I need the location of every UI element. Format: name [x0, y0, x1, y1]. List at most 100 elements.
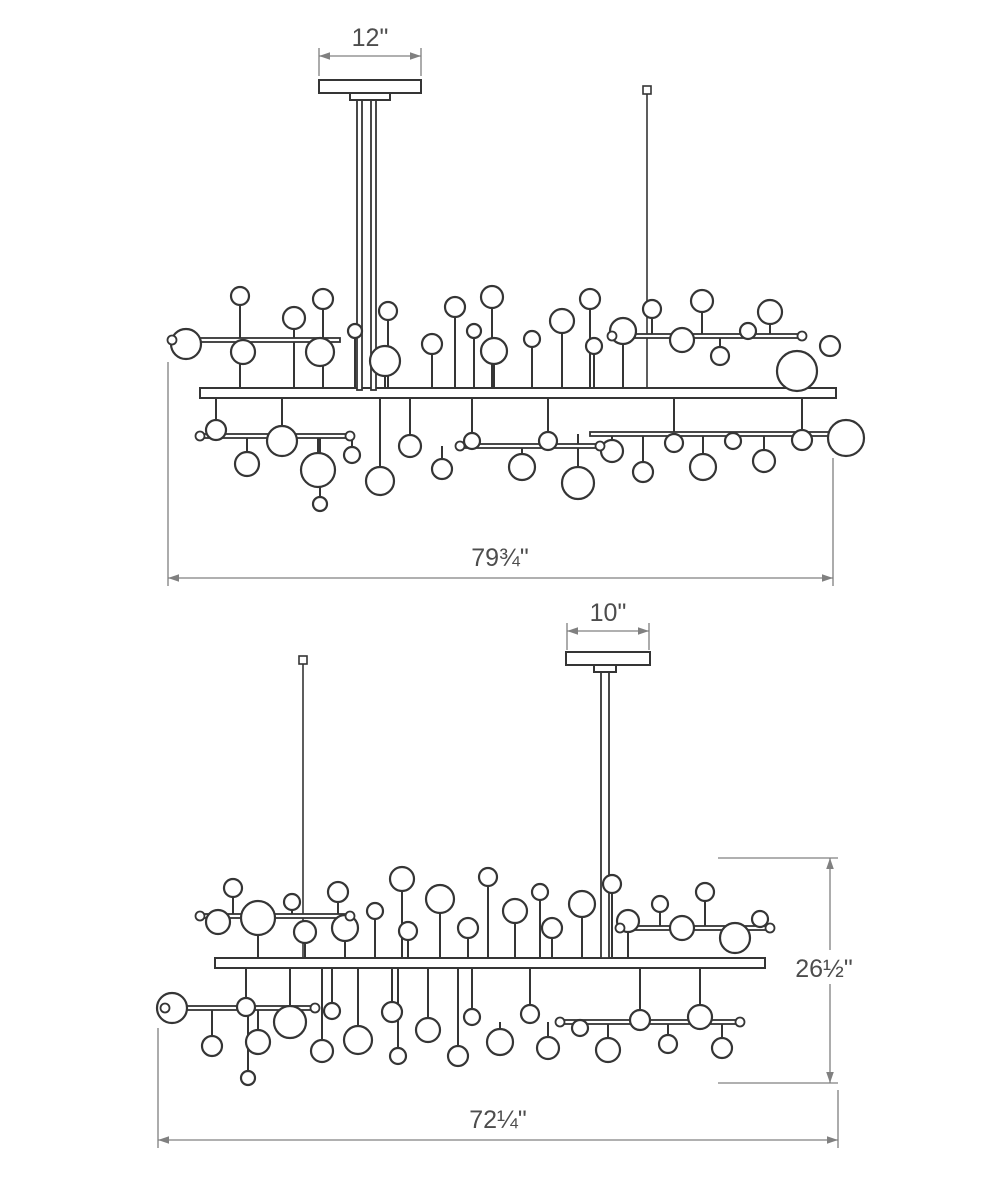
dimension-overall-height-b: 26½"	[718, 857, 864, 1084]
glass-orb	[751, 448, 777, 474]
glass-orb	[204, 908, 232, 936]
glass-orb	[377, 300, 399, 322]
rod-end-cap	[194, 430, 206, 442]
glass-orb	[265, 424, 299, 458]
rod-end-cap	[344, 430, 356, 442]
glass-orb	[688, 452, 718, 482]
dimension-label: 72¼"	[469, 1106, 527, 1134]
ceiling-canopy	[593, 664, 617, 673]
glass-orb	[309, 1038, 335, 1064]
glass-orb	[456, 916, 480, 940]
glass-orb	[686, 1003, 714, 1031]
glass-orb	[346, 322, 364, 340]
glass-orb	[641, 298, 663, 320]
glass-orb	[709, 345, 731, 367]
chandelier-side-view-a	[166, 79, 866, 513]
glass-orb	[155, 991, 189, 1025]
arrowhead-left	[319, 52, 330, 60]
glass-orb	[368, 344, 402, 378]
glass-orb	[507, 452, 537, 482]
dimension-label: 10"	[590, 599, 627, 627]
glass-orb	[365, 901, 385, 921]
glass-orb	[342, 445, 362, 465]
glass-orb	[548, 307, 576, 335]
branch-rod	[611, 333, 803, 339]
downrod	[370, 99, 377, 391]
glass-orb	[668, 914, 696, 942]
glass-orb	[326, 880, 350, 904]
glass-orb	[530, 882, 550, 902]
glass-orb	[420, 332, 444, 356]
glass-orb	[738, 321, 758, 341]
glass-orb	[222, 877, 244, 899]
dimension-label: 26½"	[795, 955, 853, 983]
glass-orb	[446, 1044, 470, 1068]
glass-orb	[311, 495, 329, 513]
glass-orb	[200, 1034, 224, 1058]
rod-end-cap	[344, 910, 356, 922]
glass-orb	[694, 881, 716, 903]
glass-orb	[718, 921, 752, 955]
arrowhead-right	[827, 1136, 838, 1144]
glass-orb	[282, 892, 302, 912]
glass-orb	[479, 284, 505, 310]
glass-orb	[663, 432, 685, 454]
rod-end-cap	[594, 440, 606, 452]
glass-orb	[594, 1036, 622, 1064]
glass-orb	[322, 1001, 342, 1021]
rod-end-cap	[309, 1002, 321, 1014]
rod-end-cap	[166, 334, 178, 346]
glass-orb	[414, 1016, 442, 1044]
glass-orb	[430, 457, 454, 481]
glass-orb	[578, 287, 602, 311]
glass-orb	[342, 1024, 374, 1056]
glass-orb	[239, 1069, 257, 1087]
downrod	[356, 99, 363, 391]
glass-orb	[540, 916, 564, 940]
glass-orb	[775, 349, 819, 393]
glass-orb	[710, 1036, 734, 1060]
glass-orb	[485, 1027, 515, 1057]
glass-orb	[522, 329, 542, 349]
rod-end-cap	[734, 1016, 746, 1028]
rod-end-cap	[764, 922, 776, 934]
glass-orb	[204, 418, 228, 442]
glass-orb	[304, 336, 336, 368]
cable-ceiling-mount	[642, 85, 652, 95]
rod-end-cap	[554, 1016, 566, 1028]
glass-orb	[584, 336, 604, 356]
glass-orb	[397, 433, 423, 459]
arrowhead-left	[567, 627, 578, 635]
main-bar	[214, 957, 766, 969]
glass-orb	[818, 334, 842, 358]
glass-orb	[233, 450, 261, 478]
glass-orb	[235, 996, 257, 1018]
ceiling-canopy	[349, 92, 391, 101]
glass-orb	[229, 285, 251, 307]
glass-orb	[244, 1028, 272, 1056]
glass-orb	[723, 431, 743, 451]
rod-end-cap	[606, 330, 618, 342]
glass-orb	[465, 322, 483, 340]
glass-orb	[601, 873, 623, 895]
arrowhead-left	[158, 1136, 169, 1144]
glass-orb	[756, 298, 784, 326]
glass-orb	[650, 894, 670, 914]
branch-rod	[589, 431, 853, 437]
arrowhead-top	[826, 858, 834, 869]
glass-orb	[790, 428, 814, 452]
arrowhead-left	[168, 574, 179, 582]
dimension-overall-length-a: 79¾"	[167, 362, 834, 586]
glass-orb	[281, 305, 307, 331]
glass-orb	[750, 909, 770, 929]
rod-end-cap	[454, 440, 466, 452]
glass-orb	[462, 431, 482, 451]
arrowhead-right	[822, 574, 833, 582]
glass-orb	[479, 336, 509, 366]
glass-orb	[239, 899, 277, 937]
glass-orb	[560, 465, 596, 501]
glass-orb	[311, 287, 335, 311]
glass-orb	[272, 1004, 308, 1040]
arrowhead-right	[638, 627, 649, 635]
